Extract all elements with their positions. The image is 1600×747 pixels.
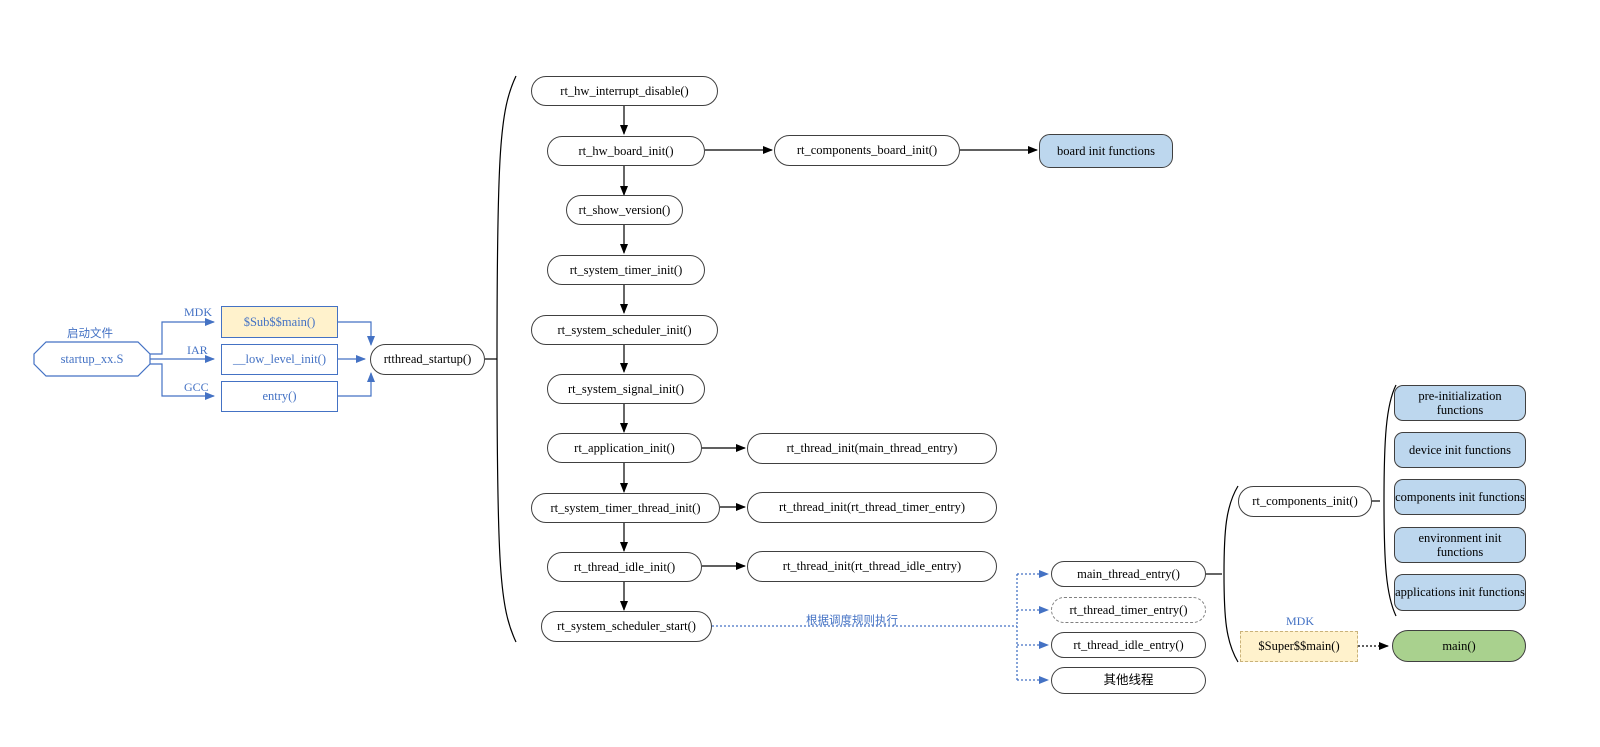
idle-thread-entry-node: rt_thread_idle_entry() [1051,632,1206,658]
entry-node: entry() [221,381,338,412]
main-thread-entry-node: main_thread_entry() [1051,561,1206,587]
seq-scheduler-init: rt_system_scheduler_init() [531,315,718,345]
main-chain-mdk-label: MDK [1286,614,1315,628]
seq-board-init: rt_hw_board_init() [547,136,705,166]
scheduler-note: 根据调度规则执行 [806,613,898,627]
startup-branch-arrows [150,318,375,400]
mdk-label: MDK [184,305,213,319]
device-init-functions-node: device init functions [1394,432,1526,468]
seq-timer-thread-init: rt_system_timer_thread_init() [531,493,720,523]
iar-label: IAR [187,343,208,357]
timer-thread-entry-node: rt_thread_timer_entry() [1051,597,1206,623]
thread-init-main-node: rt_thread_init(main_thread_entry) [747,433,997,464]
main-thread-brace [1223,485,1239,663]
seq-idle-init: rt_thread_idle_init() [547,552,702,582]
thread-init-idle-node: rt_thread_init(rt_thread_idle_entry) [747,551,997,582]
components-init-functions-node: components init functions [1394,479,1526,515]
seq-system-timer-init: rt_system_timer_init() [547,255,705,285]
startup-file-caption: 启动文件 [67,326,113,340]
seq-show-version: rt_show_version() [566,195,683,225]
components-init-node: rt_components_init() [1238,486,1372,517]
board-init-functions-node: board init functions [1039,134,1173,168]
sub-main-node: $Sub$$main() [221,306,338,338]
rtthread-startup-node: rtthread_startup() [370,344,485,375]
seq-scheduler-start: rt_system_scheduler_start() [541,611,712,642]
main-node: main() [1392,630,1526,662]
super-main-node: $Super$$main() [1240,631,1358,662]
components-brace [1383,384,1397,617]
other-threads-node: 其他线程 [1051,667,1206,694]
gcc-label: GCC [184,380,209,394]
startup-file-node: startup_xx.S [60,351,124,366]
seq-application-init: rt_application_init() [547,433,702,463]
environment-init-functions-node: environment init functions [1394,527,1526,563]
seq-signal-init: rt_system_signal_init() [547,374,705,404]
low-level-init-node: __low_level_init() [221,344,338,375]
side-arrows [702,146,1038,570]
scheduler-dispatch-lines [712,570,1049,684]
thread-init-timer-node: rt_thread_init(rt_thread_timer_entry) [747,492,997,523]
applications-init-functions-node: applications init functions [1394,574,1526,611]
pre-init-functions-node: pre-initialization functions [1394,385,1526,421]
components-board-init-node: rt_components_board_init() [774,135,960,166]
startup-file-shape [33,341,151,377]
sequence-brace [496,75,517,643]
seq-interrupt-disable: rt_hw_interrupt_disable() [531,76,718,106]
